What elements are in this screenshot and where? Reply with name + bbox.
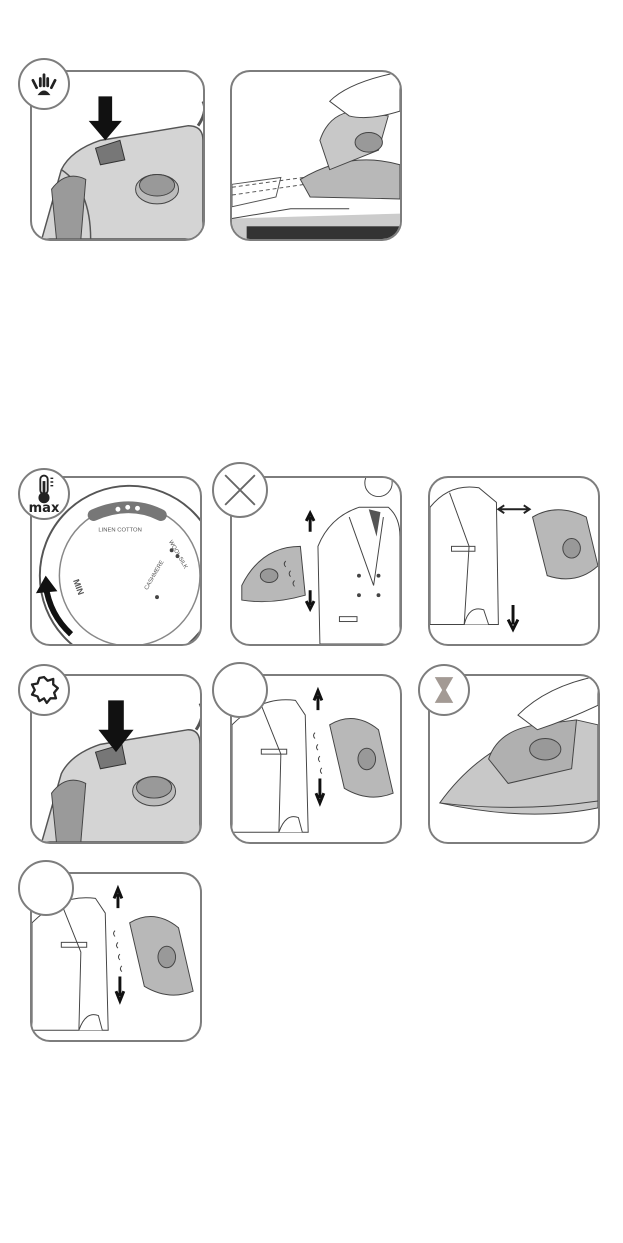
step-indicator-circle [212, 662, 268, 718]
hanging-jacket-drawing [430, 478, 598, 644]
prohibited-icon [212, 462, 268, 518]
gear-icon [18, 664, 70, 716]
hourglass-icon [418, 664, 470, 716]
iron-on-fabric-drawing [232, 72, 400, 239]
illustration-panel-ironing-board [230, 70, 402, 241]
thermometer-icon: max [18, 468, 70, 520]
max-temperature-label: max [20, 501, 68, 516]
steam-burst-icon [18, 58, 70, 110]
illustration-panel-hanging-jacket-distance [428, 476, 600, 646]
step-indicator-circle-second [18, 860, 74, 916]
dial-linen-cotton-label: LINEN COTTON [98, 528, 141, 534]
